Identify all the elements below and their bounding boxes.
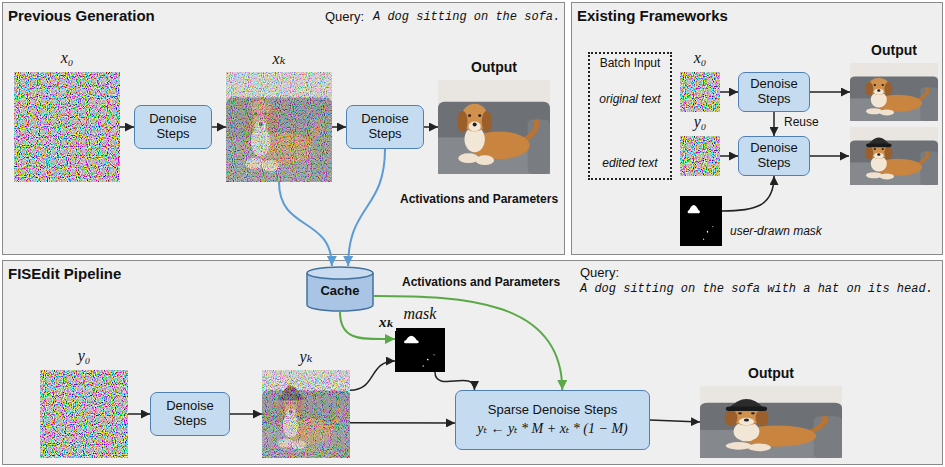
noise [262,370,350,458]
output-heading: Output [408,59,580,75]
image-art [680,72,720,112]
image-node: y₀ [680,136,720,176]
noise [14,72,120,182]
variable-label: y₀ [10,347,158,365]
box-label: Denoise Steps [351,112,419,142]
image-art [680,136,720,176]
edge-label: xₖ [377,314,396,331]
query-text: A dog sitting on the sofa. [373,10,560,24]
connector [424,126,438,128]
connector [212,126,226,128]
batch-input-box: Batch Input original text edited text [588,52,672,180]
panel-title: Previous Generation [8,7,155,24]
box-label: Denoise Steps [155,399,225,429]
variable-label: x₀ [0,49,150,67]
panel-title: FISEdit Pipeline [8,265,121,282]
output-image [850,127,938,185]
panel-bg [3,3,565,255]
panel-bg [572,3,943,255]
variable-label: yₖ [232,347,380,366]
connector [348,149,385,266]
query-text: Query: [580,265,619,280]
image-art [438,80,550,174]
image-art [40,370,128,458]
process-box: Sparse Denoise Steps yₜ ← yₜ * M + xₜ * (… [455,390,650,450]
process-box: Denoise Steps [346,105,424,149]
noise [680,72,720,112]
variable-label: y₀ [650,113,750,131]
image-node: mask [395,328,445,372]
text-input: edited text [590,156,670,170]
image-node: Output [850,63,938,121]
panel: Existing FrameworksBatch Input original t… [571,2,943,255]
panel: Previous Generationx₀Denoise StepsxₖDeno… [2,2,565,255]
noise [40,370,128,458]
group-title: Batch Input [590,56,670,70]
variable-label: xₖ [196,49,362,68]
box-label: Denoise Steps [743,77,805,107]
image-node: x₀ [14,72,120,182]
box-label: Denoise Steps [139,112,207,142]
image-node: x₀ [680,72,720,112]
image-art [680,196,722,246]
image-node: Output [700,386,842,458]
query-text: Query: [325,9,364,24]
variable-label: x₀ [650,49,750,67]
process-box: Denoise Steps [134,105,212,149]
image-art [262,370,350,458]
mask-caption: user-drawn mask [730,224,822,238]
connector [722,176,774,211]
connector [773,112,775,136]
connector [720,155,738,157]
connector [128,413,150,415]
connector [810,91,850,93]
output-heading: Output [820,42,945,58]
cache-cylinder: Cache [306,266,374,312]
edge-label: Activations and Parameters [400,276,562,290]
image-node: xₖ [226,72,332,182]
flow-label: Activations and Parameters [400,192,558,206]
image-art [14,72,120,182]
process-box: Denoise Steps [150,392,230,436]
box-label: Sparse Denoise Steps [488,403,617,418]
image-node: y₀ [40,370,128,458]
image-art [395,328,445,372]
arrow [810,155,849,157]
image-art [700,386,842,458]
panel-bg [3,261,943,465]
connector [435,372,475,390]
connector [332,126,346,128]
box-label: Denoise Steps [743,141,805,171]
connector [230,413,262,415]
connector [350,361,395,390]
image-art [226,72,332,182]
connector [350,422,455,424]
image-art [850,63,938,121]
image-node: yₖ [262,370,350,458]
image-node: Output [438,80,550,174]
connector [279,182,332,266]
connector [374,296,562,390]
query-text: A dog sitting on the sofa with a hat on … [580,282,933,296]
noise [680,136,720,176]
panel-title: Existing Frameworks [577,7,728,24]
image-node: user-drawn mask [680,196,722,246]
process-box: Denoise Steps [738,136,810,176]
connector [120,126,134,128]
update-equation: yₜ ← yₜ * M + xₜ * (1 − M) [477,421,628,437]
cache-label: Cache [306,283,374,298]
connector [720,91,738,93]
output-heading: Output [670,365,872,381]
edge-label: Reuse [782,116,821,130]
noise [226,72,332,182]
process-box: Denoise Steps [738,72,810,112]
connector [650,420,700,422]
text-input: original text [590,92,670,106]
